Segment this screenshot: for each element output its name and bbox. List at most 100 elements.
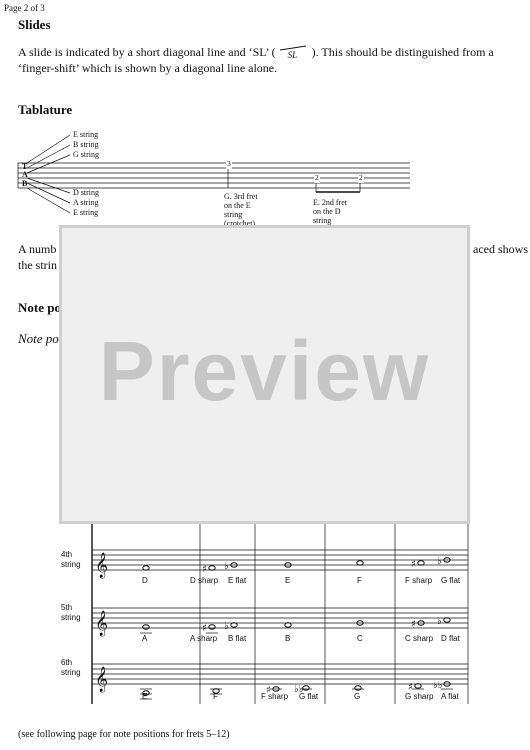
string-label-a: A string [73, 198, 99, 207]
caption-line: G. 3rd fret [224, 192, 258, 201]
upper-string-labels: E string B string G string [73, 130, 99, 159]
tab-letter-t: T [22, 162, 28, 171]
sharp-icon: ♯ [202, 564, 207, 575]
note-name: C [357, 634, 363, 643]
slides-line-2: ‘finger-shift’ which is shown by a diago… [18, 61, 278, 75]
fret-number: 2 [358, 173, 364, 183]
string-label-line: 4th [61, 550, 73, 559]
note-head-icon [230, 622, 238, 628]
note-name: B [285, 634, 291, 643]
note-name: F [357, 576, 362, 585]
string-label-line: 5th [61, 603, 73, 612]
tab-letter-b: B [22, 179, 28, 188]
example-caption-quavers: E. 2nd fret on the D string [313, 198, 347, 225]
caption-line: E. 2nd fret [313, 198, 347, 207]
caption-line: string [224, 210, 243, 219]
tab-letter-a: A [22, 170, 28, 179]
note-name: D flat [441, 634, 460, 643]
treble-clef-icon: 𝄞 [95, 610, 108, 636]
note-head-icon [356, 560, 364, 566]
string-label-4th: 4th string [61, 550, 81, 570]
slide-symbol-icon: SL [276, 44, 312, 60]
note-name: G [354, 692, 361, 701]
example-caption-crotchet: G. 3rd fret on the E string (crotchet) [224, 192, 258, 228]
note-name: E flat [228, 576, 247, 585]
note-head-icon [230, 562, 238, 568]
note-name: F sharp [261, 692, 289, 701]
slides-text-1: A slide is indicated by a short diagonal… [18, 45, 276, 59]
string-label-line: string [61, 560, 81, 569]
note-head-icon [284, 622, 292, 628]
flat-icon: ♭ [437, 616, 442, 627]
note-head-icon [414, 683, 422, 689]
note-name: G sharp [405, 692, 434, 701]
string-label-line: string [61, 613, 81, 622]
note-name: F sharp [405, 576, 433, 585]
note-name: B flat [228, 634, 247, 643]
note-head-icon [142, 690, 150, 696]
para-fragment-line2: the strin [18, 258, 57, 272]
note-name: D [142, 576, 148, 585]
fret-number: 2 [314, 173, 320, 183]
note-name: G flat [299, 692, 319, 701]
flat-icon: ♭ [224, 561, 229, 572]
note-head-icon [208, 565, 216, 571]
note-name: A flat [441, 692, 459, 701]
caption-line: string [313, 216, 332, 225]
flat-icon: ♭♭ [433, 680, 443, 691]
slides-text-2: ). This should be distinguished from a [311, 45, 494, 59]
sharp-icon: ♯ [408, 682, 413, 693]
string-label-b: B string [73, 140, 99, 149]
sharp-icon: ♯ [411, 619, 416, 630]
string-label-5th: 5th string [61, 603, 81, 623]
string-label-line: 6th [61, 658, 73, 667]
page-number: Page 2 of 3 [4, 3, 45, 13]
caption-line: on the E [224, 201, 251, 210]
treble-clef-icon: 𝄞 [95, 552, 108, 578]
note-positions-heading: Note po [18, 300, 61, 315]
para-fragment-start: A numb [18, 242, 57, 256]
caption-line: on the D [313, 207, 341, 216]
note-head-icon [417, 560, 425, 566]
note-head-icon [302, 685, 310, 691]
string-label-e-low: E string [73, 208, 99, 217]
note-head-icon [142, 624, 150, 630]
note-name: A [142, 634, 148, 643]
lower-string-labels: D string A string E string [73, 188, 99, 217]
sharp-icon: ♯ [202, 623, 207, 634]
note-name: E [285, 576, 291, 585]
note-name: E [142, 692, 148, 701]
note-name: D sharp [190, 576, 219, 585]
note-head-icon [443, 557, 451, 563]
string-label-g: G string [73, 150, 99, 159]
slide-symbol-label: SL [287, 50, 298, 60]
flat-icon: ♭ [437, 556, 442, 567]
note-head-icon [142, 565, 150, 571]
note-head-icon [284, 562, 292, 568]
treble-clef-icon: 𝄞 [95, 666, 108, 692]
note-head-icon [443, 681, 451, 687]
footnote: (see following page for note positions f… [18, 729, 230, 740]
preview-overlay: Preview [59, 225, 470, 524]
slides-paragraph: A slide is indicated by a short diagonal… [18, 44, 494, 60]
note-name: G flat [441, 576, 461, 585]
note-head-icon [356, 620, 364, 626]
flat-icon: ♭♭ [294, 684, 304, 695]
sharp-icon: ♯ [411, 559, 416, 570]
slides-heading: Slides [18, 17, 51, 32]
fret-number: 3 [226, 159, 232, 169]
note-name: F [213, 692, 218, 701]
note-head-icon [417, 620, 425, 626]
note-positions-subheading: Note po [18, 331, 59, 346]
note-head-icon [208, 624, 216, 630]
note-name: C sharp [405, 634, 434, 643]
note-name: A sharp [190, 634, 218, 643]
notation-systems: 𝄞 𝄞 𝄞 [91, 522, 469, 704]
note-head-icon [443, 617, 451, 623]
caption-line: (crotchet) [224, 219, 256, 228]
preview-watermark: Preview [98, 324, 431, 418]
sharp-icon: ♯ [266, 685, 271, 696]
tablature-diagram: T A B [17, 134, 410, 214]
note-head-icon [354, 685, 362, 691]
string-label-6th: 6th string [61, 658, 81, 678]
